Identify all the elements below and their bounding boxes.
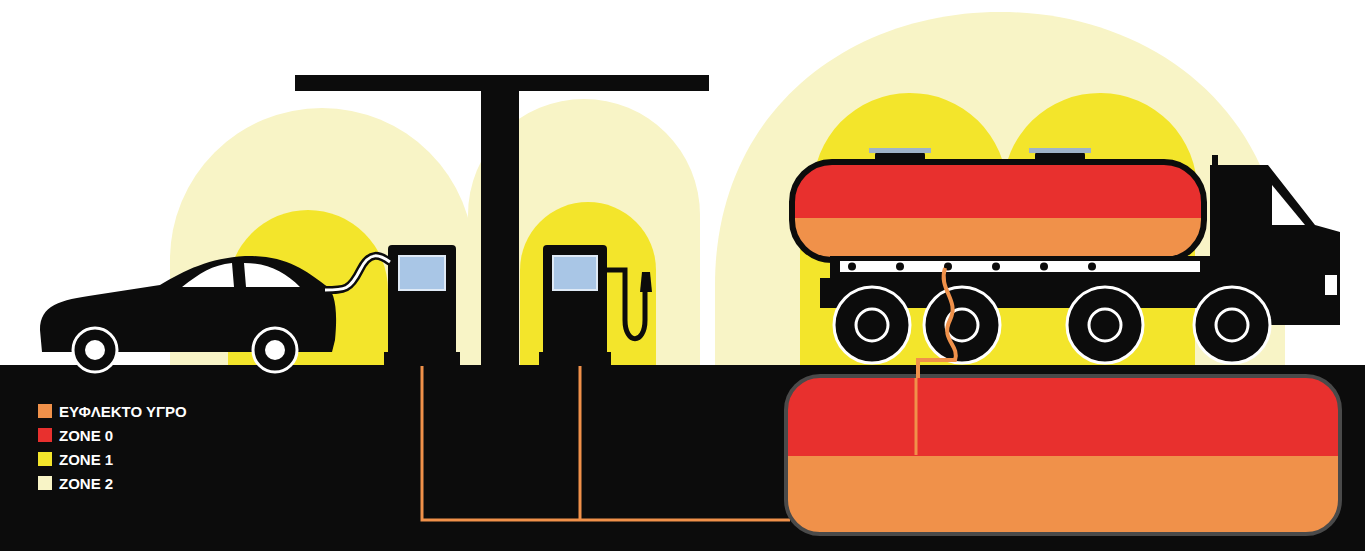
legend-item: ZONE 2 [38,471,187,495]
legend-text: ZONE 1 [59,451,113,468]
canopy [295,75,709,368]
underground-tank [786,376,1340,536]
zone-2-area [170,12,1285,365]
legend-item: ZONE 0 [38,423,187,447]
tanker-truck [792,148,1340,378]
legend: ΕΥΦΛΕΚΤΟ ΥΓΡΟ ZONE 0 ZONE 1 ZONE 2 [38,399,187,495]
legend-item: ZONE 1 [38,447,187,471]
legend-text: ZONE 0 [59,427,113,444]
legend-text: ZONE 2 [59,475,113,492]
fuel-pump [384,245,652,366]
legend-swatch [38,404,52,418]
car [40,256,390,372]
legend-swatch [38,428,52,442]
legend-swatch [38,452,52,466]
legend-text: ΕΥΦΛΕΚΤΟ ΥΓΡΟ [59,403,187,420]
legend-item: ΕΥΦΛΕΚΤΟ ΥΓΡΟ [38,399,187,423]
ground [0,365,1365,551]
legend-swatch [38,476,52,490]
